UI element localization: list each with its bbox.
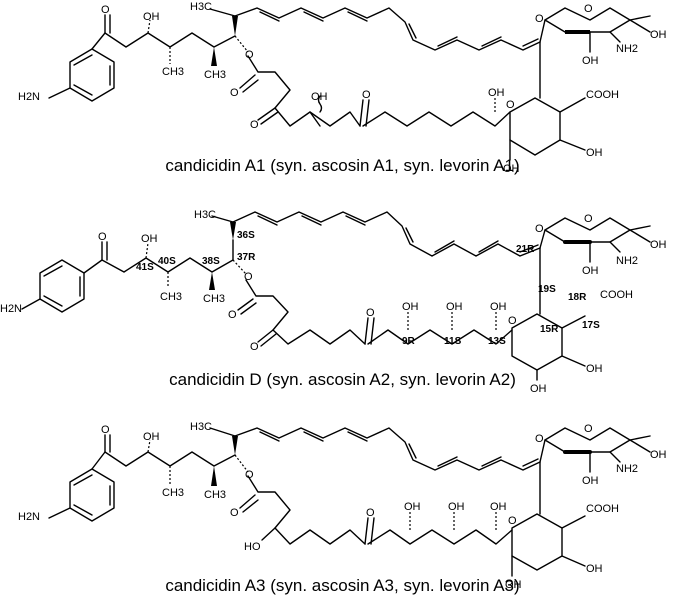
atom-h3c-top: H3C bbox=[190, 1, 212, 13]
atom-h2n: H2N bbox=[18, 91, 40, 103]
atom-oh-c15: OH bbox=[505, 579, 522, 591]
atom-ester-o: O bbox=[245, 49, 254, 61]
stereo-label: 21R bbox=[516, 244, 535, 255]
atom-oh-sugar2: OH bbox=[582, 265, 599, 277]
atom-sugar-link-o: O bbox=[535, 433, 544, 445]
atom-oh-13: OH bbox=[490, 501, 507, 513]
stereo-label: 37R bbox=[237, 252, 256, 263]
atom-ketone-o: O bbox=[101, 4, 110, 16]
atom-ester-o: O bbox=[244, 271, 253, 283]
atom-oh-sugar1: OH bbox=[650, 29, 667, 41]
atom-sugar-link-o: O bbox=[535, 223, 544, 235]
atom-ch3-mid: CH3 bbox=[160, 291, 182, 303]
atom-ketone-ring: O bbox=[366, 507, 375, 519]
atom-ketone-ring2: O bbox=[366, 307, 375, 319]
structure-panel-candicidin-a1: O OH H3C CH3 CH3 H2N O O O OH O OH OH OH… bbox=[0, 0, 685, 200]
atom-ch3-mid: CH3 bbox=[162, 66, 184, 78]
atom-ketone-o: O bbox=[98, 231, 107, 243]
atom-oh-top: OH bbox=[143, 11, 160, 23]
atom-oh-sugar1: OH bbox=[650, 449, 667, 461]
stereo-label: 13S bbox=[488, 336, 506, 347]
stereo-label: 11S bbox=[444, 336, 462, 347]
atom-oh-top: OH bbox=[141, 233, 158, 245]
atom-sugar-o: O bbox=[584, 3, 593, 15]
stereo-label: 19S bbox=[538, 284, 556, 295]
stereo-label: 41S bbox=[136, 262, 154, 273]
atom-ho-ring: HO bbox=[244, 541, 261, 553]
atom-ch3-side: CH3 bbox=[204, 69, 226, 81]
atom-ketone-o: O bbox=[101, 424, 110, 436]
stereo-label: 38S bbox=[202, 256, 220, 267]
atom-ch3-mid: CH3 bbox=[162, 487, 184, 499]
atom-ketone-ring1: O bbox=[250, 341, 259, 353]
atom-oh-9: OH bbox=[404, 501, 421, 513]
structure-candicidin-a1: O OH H3C CH3 CH3 H2N O O O OH O OH OH OH… bbox=[18, 1, 667, 175]
atom-h2n: H2N bbox=[0, 303, 22, 315]
atom-ch3-side: CH3 bbox=[204, 489, 226, 501]
atom-sugar-o: O bbox=[584, 213, 593, 225]
atom-ring-o: O bbox=[506, 99, 515, 111]
atom-oh-sugar2: OH bbox=[582, 55, 599, 67]
atom-cooh: COOH bbox=[586, 89, 619, 101]
atom-oh-c17: OH bbox=[586, 147, 603, 159]
atom-ester-co: O bbox=[228, 309, 237, 321]
atom-oh-11: OH bbox=[446, 301, 463, 313]
atom-cooh: COOH bbox=[600, 289, 633, 301]
atom-oh-9: OH bbox=[402, 301, 419, 313]
atom-oh-c17: OH bbox=[586, 563, 603, 575]
atom-ring-o: O bbox=[508, 315, 517, 327]
stereo-label: 17S bbox=[582, 320, 600, 331]
atom-ch3-side: CH3 bbox=[203, 293, 225, 305]
stereo-label: 9R bbox=[402, 336, 416, 347]
atom-nh2: NH2 bbox=[616, 463, 638, 475]
stereo-label: 40S bbox=[158, 256, 176, 267]
atom-ketone-ring1: O bbox=[250, 119, 259, 131]
atom-nh2: NH2 bbox=[616, 43, 638, 55]
atom-oh-11: OH bbox=[448, 501, 465, 513]
atom-sugar-link-o: O bbox=[535, 13, 544, 25]
caption-candicidin-a1: candicidin A1 (syn. ascosin A1, syn. lev… bbox=[165, 156, 520, 175]
atom-oh-c13: OH bbox=[488, 87, 505, 99]
atom-nh2: NH2 bbox=[616, 255, 638, 267]
stereo-label: 18R bbox=[568, 292, 587, 303]
caption-candicidin-d: candicidin D (syn. ascosin A2, syn. levo… bbox=[169, 370, 516, 389]
atom-oh-sugar1: OH bbox=[650, 239, 667, 251]
atom-oh-c17: OH bbox=[586, 363, 603, 375]
atom-ketone-ring2: O bbox=[362, 89, 371, 101]
atom-ring-o: O bbox=[508, 515, 517, 527]
atom-h2n: H2N bbox=[18, 511, 40, 523]
atom-oh-ring: OH bbox=[311, 91, 328, 103]
structure-panel-candicidin-a3: O OH H3C CH3 CH3 H2N O O HO O OH OH OH O… bbox=[0, 400, 685, 601]
structure-candicidin-a3: O OH H3C CH3 CH3 H2N O O HO O OH OH OH O… bbox=[18, 421, 667, 591]
atom-cooh: COOH bbox=[586, 503, 619, 515]
atom-oh-sugar2: OH bbox=[582, 475, 599, 487]
atom-oh-13: OH bbox=[490, 301, 507, 313]
atom-oh-c15: OH bbox=[503, 163, 520, 175]
structure-candicidin-d: O OH H3C CH3 CH3 H2N O O O O OH OH OH OH… bbox=[0, 209, 667, 395]
atom-ester-co: O bbox=[230, 87, 239, 99]
atom-h3c-top: H3C bbox=[194, 209, 216, 221]
caption-candicidin-a3: candicidin A3 (syn. ascosin A3, syn. lev… bbox=[165, 576, 520, 595]
structure-panel-candicidin-d: O OH H3C CH3 CH3 H2N O O O O OH OH OH OH… bbox=[0, 200, 685, 400]
atom-oh-c15: OH bbox=[530, 383, 547, 395]
atom-ester-co: O bbox=[230, 507, 239, 519]
atom-ester-o: O bbox=[245, 469, 254, 481]
atom-h3c-top: H3C bbox=[190, 421, 212, 433]
atom-sugar-o: O bbox=[584, 423, 593, 435]
stereo-label: 15R bbox=[540, 324, 559, 335]
atom-oh-top: OH bbox=[143, 431, 160, 443]
stereo-label: 36S bbox=[237, 230, 255, 241]
